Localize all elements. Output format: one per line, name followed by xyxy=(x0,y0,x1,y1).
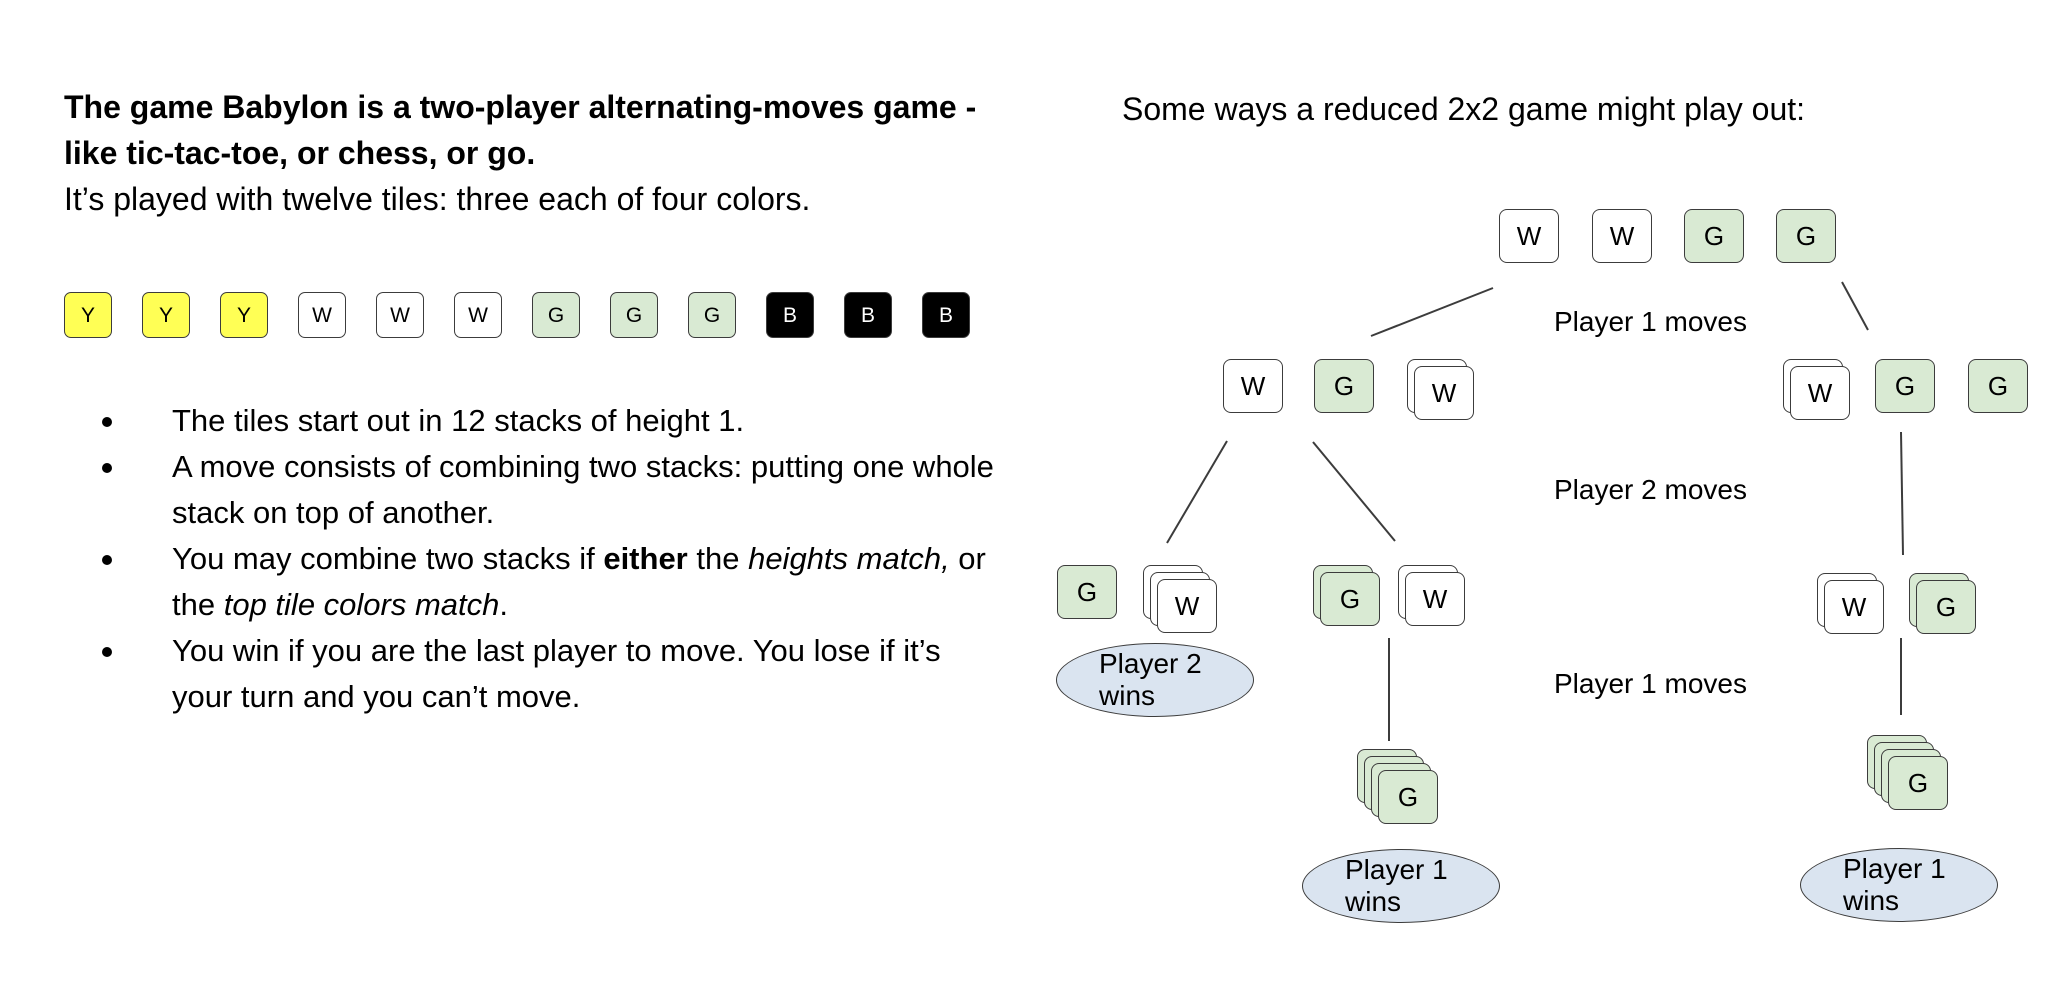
rule-text: either xyxy=(603,541,688,576)
rule-text: or the xyxy=(172,541,986,622)
rule-text: A move consists of combining two stacks:… xyxy=(172,449,994,530)
tile: B xyxy=(766,292,814,338)
stack-top-tile: W xyxy=(1405,572,1465,626)
tile: W xyxy=(298,292,346,338)
edge-l1left-b xyxy=(1312,441,1396,542)
stack-top-tile: G xyxy=(1314,359,1374,413)
outcome-line-1: Player 1 xyxy=(1345,854,1448,885)
stack-top-tile: G xyxy=(1684,209,1744,263)
bullet-icon xyxy=(102,555,112,565)
stack-top-tile: W xyxy=(1824,580,1884,634)
edge-l1left-a xyxy=(1166,440,1228,544)
edge-start-left xyxy=(1370,287,1494,337)
stack-top-tile: W xyxy=(1592,209,1652,263)
tile: G xyxy=(532,292,580,338)
bullet-icon xyxy=(102,417,112,427)
tile: Y xyxy=(220,292,268,338)
stack-top-tile: G xyxy=(1776,209,1836,263)
rule-text: top tile colors match xyxy=(223,587,500,622)
bullet-icon xyxy=(102,463,112,473)
rule-text: heights match, xyxy=(748,541,950,576)
rule-item: A move consists of combining two stacks:… xyxy=(96,444,996,536)
outcome-line-2: wins xyxy=(1099,680,1156,711)
move-label-2: Player 2 moves xyxy=(1554,474,1747,505)
tile: B xyxy=(844,292,892,338)
stack-top-tile: G xyxy=(1968,359,2028,413)
tile: G xyxy=(688,292,736,338)
outcome-line-1: Player 2 xyxy=(1099,648,1202,679)
stack-top-tile: G xyxy=(1378,770,1438,824)
stack-top-tile: G xyxy=(1320,572,1380,626)
edge-l1right-c xyxy=(1900,431,1904,556)
rule-item: You may combine two stacks if either the… xyxy=(96,536,996,628)
outcome-line-2: wins xyxy=(1843,885,1900,916)
rule-text: . xyxy=(499,587,509,622)
stack-top-tile: G xyxy=(1057,565,1117,619)
intro-text: The game Babylon is a two-player alterna… xyxy=(64,84,1004,222)
rule-text: You may combine two stacks if xyxy=(172,541,604,576)
stack-top-tile: W xyxy=(1790,366,1850,420)
tile: Y xyxy=(142,292,190,338)
bullet-icon xyxy=(102,647,112,657)
intro-bold-line: The game Babylon is a two-player alterna… xyxy=(64,89,977,171)
tile: Y xyxy=(64,292,112,338)
stack-top-tile: G xyxy=(1888,756,1948,810)
stack-top-tile: W xyxy=(1157,579,1217,633)
outcome-line-2: wins xyxy=(1345,886,1402,917)
rules-list: The tiles start out in 12 stacks of heig… xyxy=(96,398,996,720)
rule-item: You win if you are the last player to mo… xyxy=(96,628,996,720)
stack-top-tile: G xyxy=(1875,359,1935,413)
move-label-3: Player 1 moves xyxy=(1554,668,1747,699)
outcome-line-1: Player 1 xyxy=(1843,853,1946,884)
stack-top-tile: G xyxy=(1916,580,1976,634)
diagram-title: Some ways a reduced 2x2 game might play … xyxy=(1122,91,1806,127)
tile: G xyxy=(610,292,658,338)
stack-top-tile: W xyxy=(1223,359,1283,413)
outcome-player2-wins: Player 2 wins xyxy=(1056,643,1254,717)
edge-start-right xyxy=(1841,281,1869,331)
rule-item: The tiles start out in 12 stacks of heig… xyxy=(96,398,996,444)
tile: W xyxy=(454,292,502,338)
tile: B xyxy=(922,292,970,338)
rule-text: The tiles start out in 12 stacks of heig… xyxy=(172,403,745,438)
outcome-player1-wins-right: Player 1 wins xyxy=(1800,848,1998,922)
stack-top-tile: W xyxy=(1414,366,1474,420)
intro-second-line: It’s played with twelve tiles: three eac… xyxy=(64,181,811,217)
stack-top-tile: W xyxy=(1499,209,1559,263)
tile: W xyxy=(376,292,424,338)
rule-text: You win if you are the last player to mo… xyxy=(172,633,941,714)
rule-text: the xyxy=(687,541,749,576)
move-label-1: Player 1 moves xyxy=(1554,306,1747,337)
outcome-player1-wins-middle: Player 1 wins xyxy=(1302,849,1500,923)
